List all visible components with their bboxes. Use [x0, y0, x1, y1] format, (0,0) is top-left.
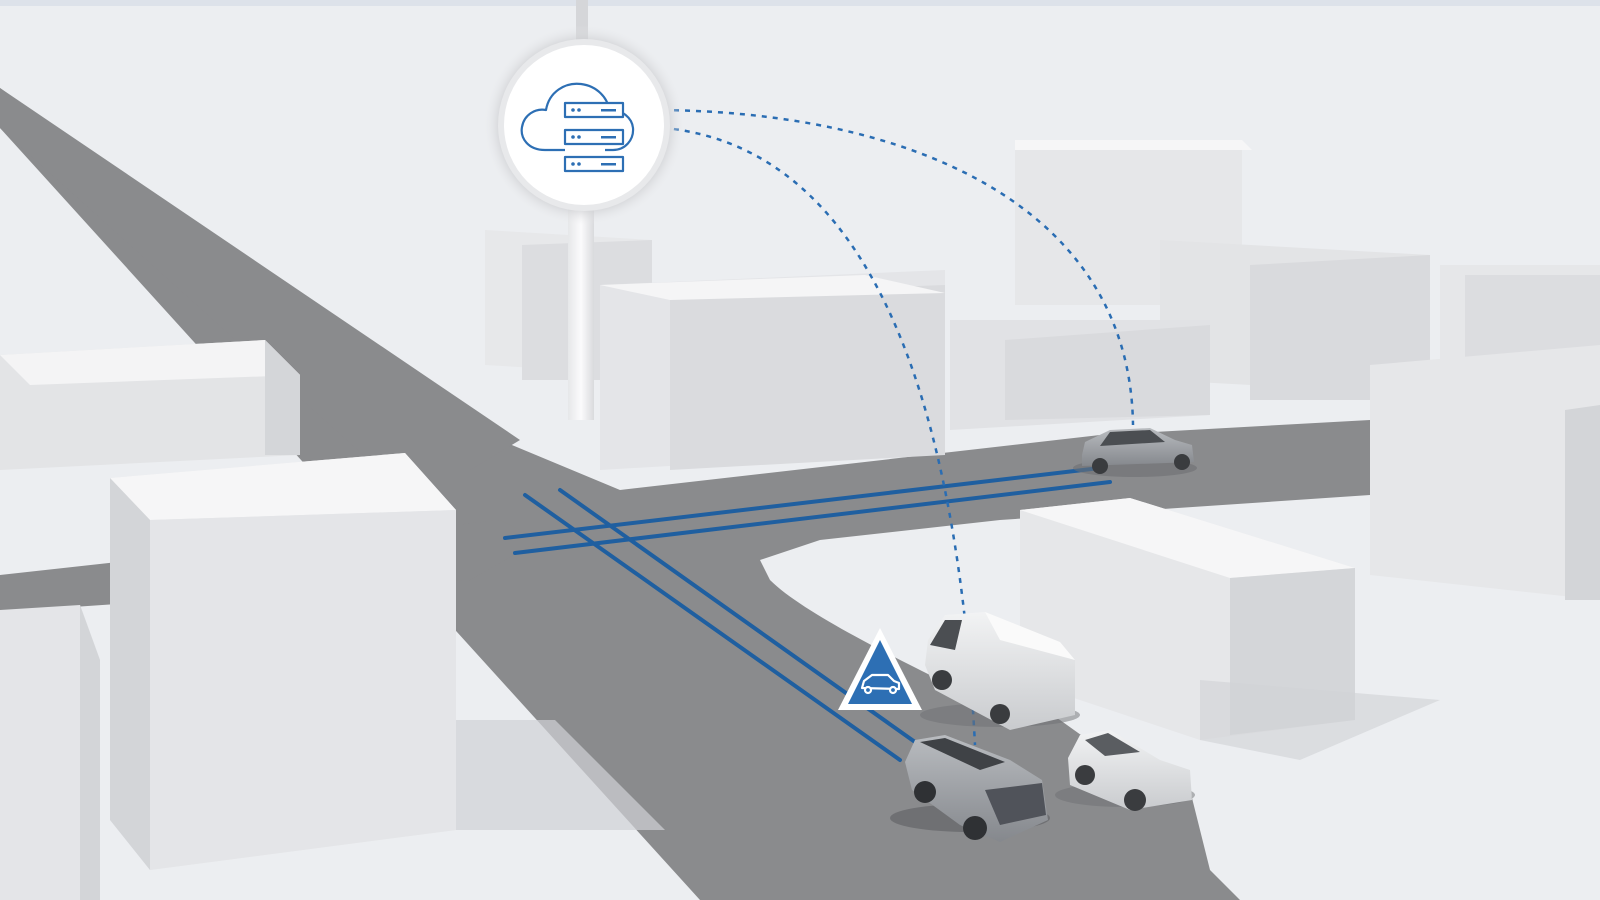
sky-strip [0, 0, 1600, 6]
buildings-back [950, 140, 1600, 600]
white-hatchback [1055, 730, 1195, 811]
cloud-server-badge [484, 25, 684, 225]
link-to-far-car [651, 108, 1135, 426]
delivery-van [920, 612, 1080, 730]
far-car [1073, 428, 1197, 477]
buildings-left [0, 340, 665, 900]
near-suv [890, 735, 1050, 842]
cloud-links [651, 108, 1135, 746]
main-road-upper [0, 88, 520, 470]
main-road [0, 88, 1370, 900]
building-right-lower [1020, 498, 1440, 760]
link-to-near-car [651, 125, 977, 746]
building-center [485, 230, 945, 470]
cloud-server-icon [520, 82, 635, 173]
warning-triangle-car-icon [838, 628, 922, 710]
